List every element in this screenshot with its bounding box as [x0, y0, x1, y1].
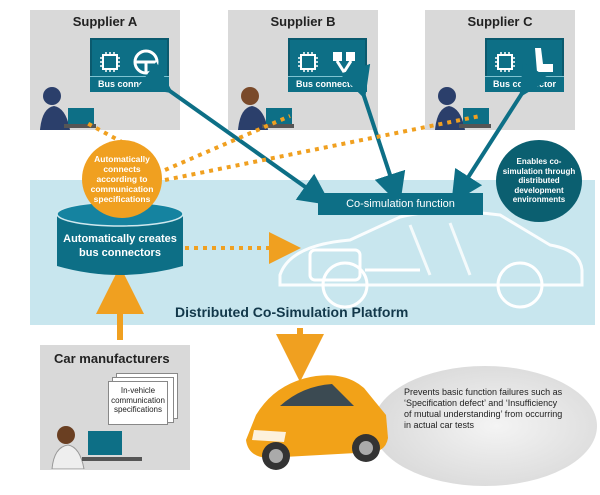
supplier-c-title: Supplier C: [467, 14, 533, 29]
supplier-b-title: Supplier B: [270, 14, 336, 29]
result-description: Prevents basic function failures such as…: [404, 387, 563, 430]
result-ellipse: [373, 366, 597, 486]
supplier-a-title: Supplier A: [72, 14, 138, 29]
enables-cosim-bubble: Enables co-simulation through distribute…: [496, 140, 582, 222]
manufacturer-engineer-illustration: [51, 426, 142, 469]
car-manufacturers-panel: Car manufacturers In-vehicle communicati…: [40, 345, 190, 470]
spec-doc-stack: In-vehicle communication specifications: [108, 373, 178, 425]
co-simulation-function-box: Co-simulation function: [318, 193, 483, 215]
cylinder-label: Automatically creates bus connectors: [63, 233, 177, 259]
engineer-a-illustration: [40, 87, 96, 130]
orange-car-illustration: [246, 375, 388, 470]
platform-title: Distributed Co-Simulation Platform: [175, 304, 409, 320]
auto-connect-bubble: Automatically connects according to comm…: [82, 140, 162, 218]
car-manufacturers-title: Car manufacturers: [54, 351, 170, 366]
spec-doc-front: In-vehicle communication specifications: [108, 381, 168, 425]
chip-icon: [100, 52, 120, 72]
